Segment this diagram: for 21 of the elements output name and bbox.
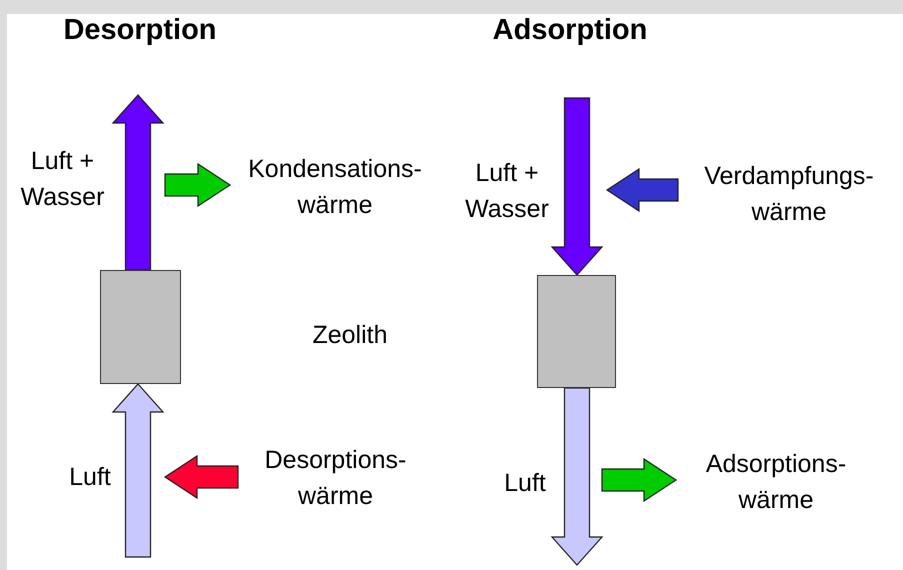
text-label: Luft + Wasser [464, 158, 550, 225]
block-arrow [164, 454, 239, 500]
text-label: Luft [503, 468, 547, 499]
block-arrow [164, 162, 232, 208]
block-arrow [606, 168, 679, 212]
block-arrow [112, 94, 164, 271]
section-title: Adsorption [492, 13, 648, 48]
heat-label: Verdampfungs- wärme [678, 156, 900, 232]
block-arrow [550, 97, 604, 276]
zeolite-block [100, 270, 181, 384]
heat-label: Adsorptions- wärme [676, 444, 876, 520]
text-label: Luft + Wasser [20, 146, 106, 213]
zeolite-block [537, 275, 616, 388]
block-arrow [550, 387, 604, 566]
block-arrow [601, 458, 678, 502]
text-label: Zeolith [311, 320, 389, 351]
heat-label: Desorptions- wärme [238, 440, 433, 516]
block-arrow [112, 383, 164, 558]
heat-label: Kondensations- wärme [230, 148, 440, 226]
section-title: Desorption [62, 13, 218, 48]
text-label: Luft [68, 462, 112, 493]
